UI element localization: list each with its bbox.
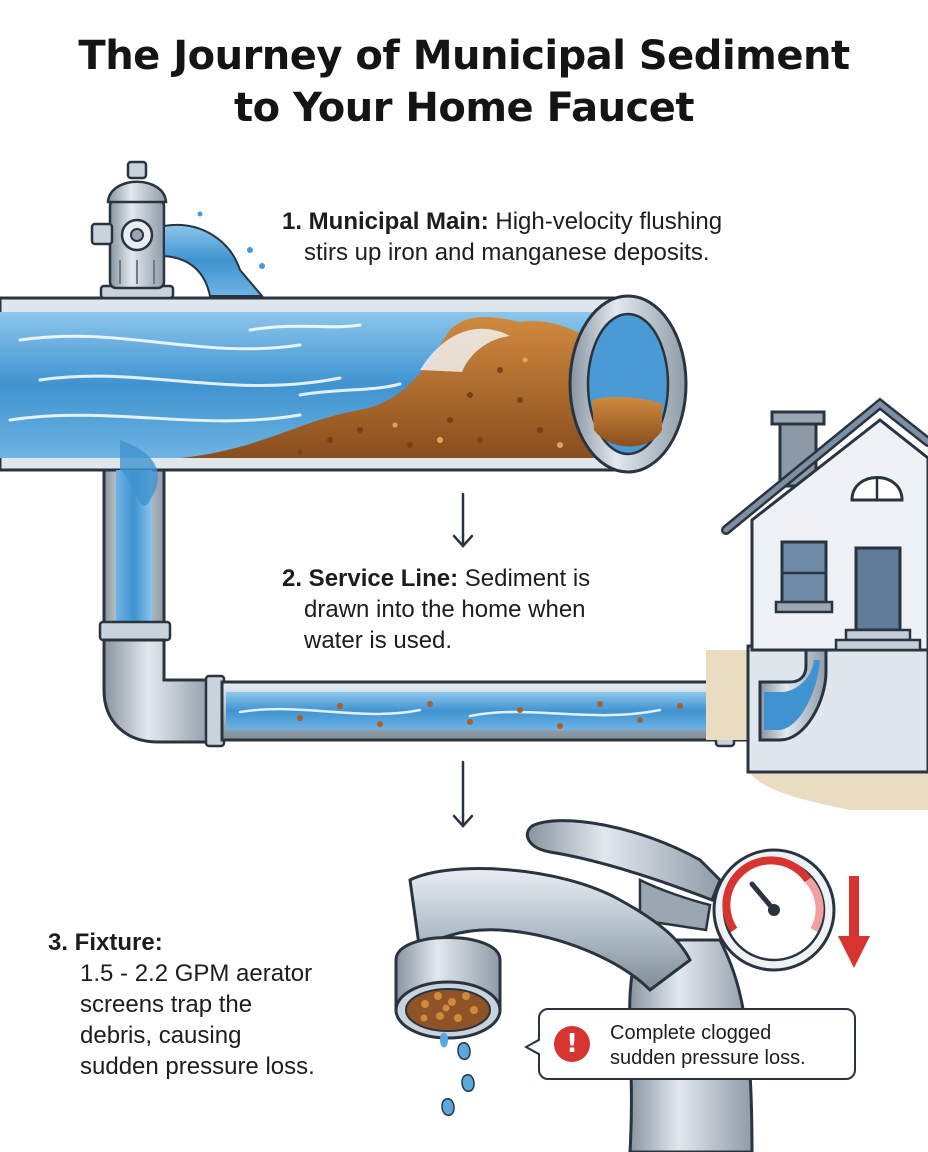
callout-text-line-1: Complete clogged: [610, 1022, 772, 1044]
step-text-line-3: water is used.: [304, 627, 453, 654]
callout-text: Complete clogged sudden pressure loss.: [610, 1021, 850, 1071]
step-text-line-2: stirs up iron and manganese deposits.: [304, 239, 710, 266]
down-arrow-icon: [452, 492, 474, 548]
down-arrow-icon: [452, 760, 474, 828]
title-line-1: The Journey of Municipal Sediment: [78, 33, 850, 79]
step-text-line-4: sudden pressure loss.: [80, 1053, 315, 1080]
pressure-loss-callout: ! Complete clogged sudden pressure loss.: [524, 1008, 856, 1080]
house-icon: [706, 397, 928, 810]
step-fixture: 3. Fixture: 1.5 - 2.2 GPM aerator screen…: [48, 927, 378, 1082]
title-line-2: to Your Home Faucet: [233, 85, 695, 131]
pressure-drop-arrow-icon: [838, 876, 870, 968]
fire-hydrant-icon: [90, 160, 265, 300]
step-label: 2. Service Line:: [282, 565, 459, 592]
step-text-line-1: Sediment is: [464, 565, 591, 592]
step-text-line-2: screens trap the: [80, 991, 253, 1018]
step-label: 3. Fixture:: [48, 929, 163, 956]
step-service-line: 2. Service Line: Sediment is drawn into …: [282, 563, 702, 656]
step-text-line-3: debris, causing: [80, 1022, 242, 1049]
warning-icon: !: [554, 1026, 590, 1062]
page-title: The Journey of Municipal Sediment to You…: [0, 30, 928, 134]
step-municipal-main: 1. Municipal Main: High-velocity flushin…: [282, 206, 842, 268]
pressure-gauge-icon: [712, 848, 836, 972]
step-label: 1. Municipal Main:: [282, 208, 489, 235]
callout-text-line-2: sudden pressure loss.: [610, 1047, 806, 1069]
service-line-pipe: [98, 440, 784, 748]
step-text-line-1: 1.5 - 2.2 GPM aerator: [80, 960, 313, 987]
municipal-main-pipe: [0, 294, 688, 474]
step-text-line-1: High-velocity flushing: [495, 208, 723, 235]
step-text-line-2: drawn into the home when: [304, 596, 586, 623]
faucet-icon: [394, 819, 754, 1152]
callout-pointer-inner: [528, 1040, 541, 1054]
